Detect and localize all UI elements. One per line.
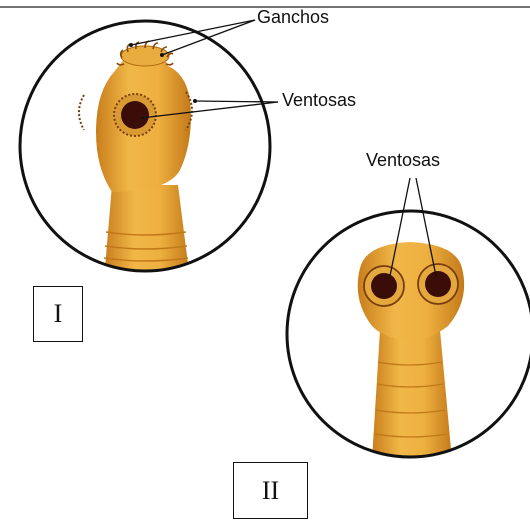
panel-label-I: I	[33, 286, 83, 342]
scolex-unarmed-neck	[372, 330, 452, 460]
label-suckers-top: Ventosas	[282, 90, 356, 111]
sucker-armed-left	[79, 95, 84, 130]
scolex-unarmed	[358, 242, 464, 460]
label-hooks: Ganchos	[257, 7, 329, 28]
label-suckers-bottom: Ventosas	[366, 150, 440, 171]
panel-label-II: II	[233, 462, 308, 519]
scolex-armed	[79, 41, 192, 280]
